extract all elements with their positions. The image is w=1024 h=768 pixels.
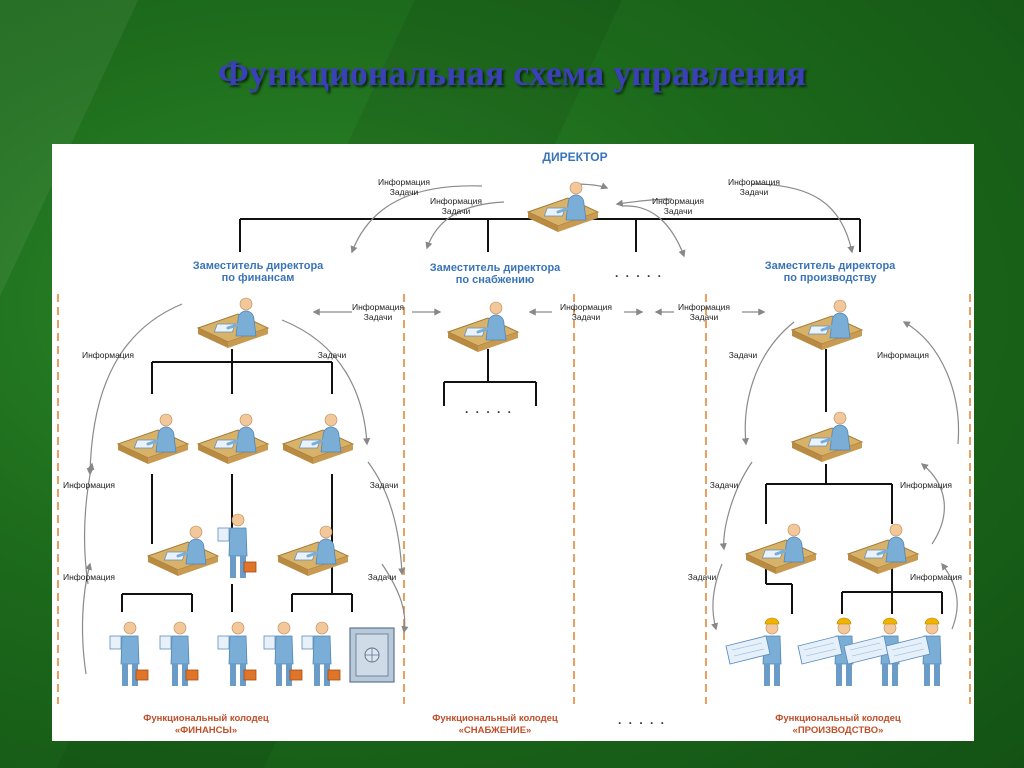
finance-worker-icon	[146, 524, 220, 578]
well-production-footer: Функциональный колодец «ПРОИЗВОДСТВО»	[775, 713, 901, 737]
deputy-finance-line1: Заместитель директора	[192, 260, 324, 272]
tasks-label: Задачи	[441, 205, 471, 216]
info-arrow-up	[86, 303, 183, 476]
info-label: Информация	[81, 350, 135, 360]
tasks-label: Задачи	[363, 311, 393, 322]
tasks-label: Задачи	[571, 311, 601, 322]
tasks-label: Задачи	[689, 311, 719, 322]
standing-worker-icon	[263, 621, 303, 687]
info-label: Информация	[559, 302, 613, 312]
deputy-supply-line2: по снабжению	[455, 274, 535, 286]
finance-worker-icon	[196, 412, 270, 466]
tasks-arrow-down	[367, 461, 406, 576]
info-arrow-up	[81, 562, 92, 675]
info-arrow-right	[751, 183, 855, 254]
deputy-production-heading: Заместитель директора по производству	[765, 260, 896, 284]
standing-worker-icon	[159, 621, 199, 687]
well-finance-line2: «ФИНАНСЫ»	[174, 725, 238, 736]
deputy-finance-heading: Заместитель директора по финансам	[193, 260, 324, 284]
tasks-arrow-down	[719, 461, 753, 551]
tasks-label: Задачи	[369, 480, 399, 490]
diagram-panel: ДИРЕКТОР Заместитель директора по финанс…	[52, 144, 974, 741]
info-arrow-left	[350, 185, 483, 254]
finance-worker-icon	[281, 412, 355, 466]
info-arrow-up	[941, 562, 958, 630]
deputy-production-line1: Заместитель директора	[764, 260, 896, 272]
info-label: Информация	[62, 480, 116, 490]
info-tasks-label: Информация Задачи	[377, 177, 431, 197]
info-label: Информация	[876, 350, 930, 360]
info-tasks-label: Информация Задачи	[559, 302, 613, 322]
info-arrow-up	[902, 321, 960, 445]
well-finance-line1: Функциональный колодец	[143, 713, 269, 724]
info-label: Информация	[377, 177, 431, 187]
tasks-label: Задачи	[317, 350, 347, 360]
info-label: Информация	[677, 302, 731, 312]
engineer-with-blueprint-icon	[797, 617, 854, 687]
tasks-label: Задачи	[367, 572, 397, 582]
info-label: Информация	[429, 196, 483, 206]
tasks-arrow-down	[381, 563, 409, 634]
info-label: Информация	[909, 572, 963, 582]
info-label: Информация	[727, 177, 781, 187]
standing-worker-icon	[109, 621, 149, 687]
info-label: Информация	[899, 480, 953, 490]
deputy-production-line2: по производству	[783, 272, 877, 284]
tasks-arrow-left	[425, 201, 505, 250]
standing-worker-icon	[217, 621, 257, 687]
standing-worker-icon	[217, 513, 257, 579]
tasks-label: Задачи	[728, 350, 758, 360]
tasks-arrow-down	[711, 563, 723, 631]
well-supply-footer: Функциональный колодец «СНАБЖЕНИЕ»	[432, 713, 558, 737]
info-tasks-label: Информация Задачи	[677, 302, 731, 322]
well-supply-line2: «СНАБЖЕНИЕ»	[458, 725, 532, 736]
deputy-finance-line2: по финансам	[221, 272, 295, 284]
tasks-label: Задачи	[389, 186, 419, 197]
tasks-label: Задачи	[663, 205, 693, 216]
tasks-label: Задачи	[739, 186, 769, 197]
engineer-with-blueprint-icon	[725, 617, 782, 687]
deputy-supply-heading: Заместитель директора по снабжению	[430, 262, 561, 286]
info-tasks-label: Информация Задачи	[429, 196, 483, 216]
finance-worker-icon	[276, 524, 350, 578]
director-heading: ДИРЕКТОР	[542, 150, 608, 164]
info-tasks-label: Информация Задачи	[727, 177, 781, 197]
info-label: Информация	[62, 572, 116, 582]
deputy-supply-line1: Заместитель директора	[429, 262, 561, 274]
well-production-line2: «ПРОИЗВОДСТВО»	[792, 725, 884, 736]
ellipsis-label: . . . . .	[464, 402, 514, 416]
finance-deputy-icon	[196, 296, 270, 350]
production-deputy-icon	[790, 298, 864, 352]
info-tasks-label: Информация Задачи	[651, 196, 705, 216]
info-arrow-up	[920, 463, 945, 545]
info-label: Информация	[651, 196, 705, 206]
slide-title: Функциональная схема управления	[217, 53, 807, 93]
well-supply-line1: Функциональный колодец	[432, 713, 558, 724]
standing-worker-icon	[301, 621, 341, 687]
tasks-label: Задачи	[709, 480, 739, 490]
info-arrow-up	[83, 462, 95, 585]
tasks-label: Задачи	[687, 572, 717, 582]
safe-icon	[349, 627, 395, 683]
production-worker-icon	[846, 522, 920, 576]
director-desk-icon	[526, 180, 600, 234]
supply-deputy-icon	[446, 300, 520, 354]
tasks-arrow-right	[621, 205, 686, 258]
info-tasks-label: Информация Задачи	[351, 302, 405, 322]
well-finance-footer: Функциональный колодец «ФИНАНСЫ»	[143, 713, 269, 737]
ellipsis-label: . . . . .	[617, 713, 667, 727]
well-production-line1: Функциональный колодец	[775, 713, 901, 724]
production-manager-icon	[790, 410, 864, 464]
tasks-arrow-down	[741, 321, 795, 446]
org-chart-graphic	[57, 180, 971, 704]
info-arrow-to-director	[615, 198, 673, 207]
finance-worker-icon	[116, 412, 190, 466]
production-worker-icon	[744, 522, 818, 576]
info-label: Информация	[351, 302, 405, 312]
ellipsis-label: . . . . .	[614, 266, 664, 280]
tasks-arrow-down	[281, 319, 371, 446]
